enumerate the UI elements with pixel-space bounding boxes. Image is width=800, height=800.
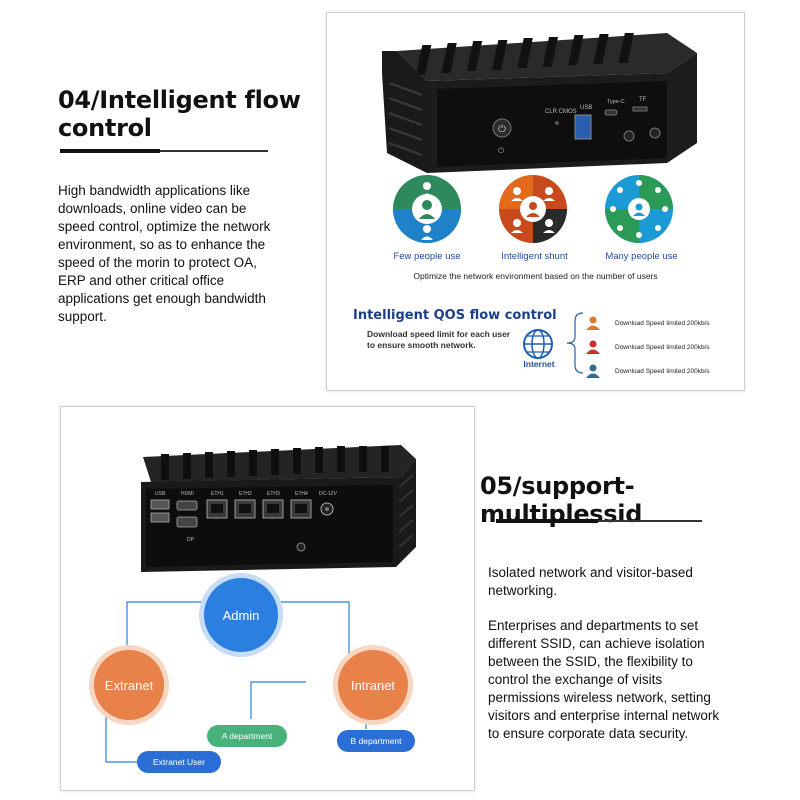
qos-subtitle: Download speed limit for each user to en… (367, 329, 510, 351)
user-icon (586, 364, 600, 378)
b-department-pill: B department (337, 730, 415, 752)
mini-pc-front-image: ⏻ ⏻ CLR CMOS USB Type-C TF (382, 33, 697, 173)
tf-label: TF (639, 97, 647, 103)
user-icon (586, 316, 600, 330)
port-hdmi-label: HDMI (181, 491, 194, 497)
section5-divider (496, 519, 702, 523)
admin-node: Admin (204, 578, 278, 652)
a-department-pill: A department (207, 725, 287, 747)
extranet-node: Extranet (94, 650, 164, 720)
section5-panel: USB HDMI ETH1 ETH2 ETH3 ETH4 DC-12V DP (60, 406, 475, 791)
few-people-use-diagram (393, 175, 461, 243)
speed-list: Download Speed limited 200kb/s Download … (585, 311, 735, 383)
section4-body: High bandwidth applications like downloa… (58, 183, 271, 324)
port-eth2-label: ETH2 (239, 491, 252, 497)
internet-label: Internet (523, 359, 555, 369)
section4-panel: ⏻ ⏻ CLR CMOS USB Type-C TF (326, 12, 745, 391)
section4-divider (60, 149, 268, 153)
extranet-user-pill: Extranet User (137, 751, 221, 773)
port-dp-label: DP (187, 537, 195, 543)
brace-connector (566, 312, 584, 374)
speed-row-text: Download Speed limited 200kb/s (615, 343, 710, 351)
user-icon (586, 340, 600, 354)
internet-globe-icon (523, 329, 553, 359)
mini-pc-rear-image: USB HDMI ETH1 ETH2 ETH3 ETH4 DC-12V DP (141, 445, 416, 572)
many-people-use-label: Many people use (605, 251, 678, 262)
intranet-node: Intranet (338, 650, 408, 720)
qos-subtitle-line2: to ensure smooth network. (367, 340, 476, 350)
section4-title-line2: control (58, 114, 152, 142)
clr-cmos-label: CLR CMOS (545, 109, 577, 115)
few-people-use-label: Few people use (393, 251, 461, 262)
port-eth4-label: ETH4 (295, 491, 308, 497)
section5-para1: Isolated network and visitor-based netwo… (488, 565, 693, 598)
speed-row-text: Download Speed limited 200kb/s (615, 367, 710, 375)
type-c-label: Type-C (607, 99, 625, 105)
section4-title: 04/Intelligent flow control (58, 86, 301, 142)
qos-title: Intelligent QOS flow control (353, 308, 557, 323)
port-eth3-label: ETH3 (267, 491, 280, 497)
intelligent-shunt-label: Intelligent shunt (501, 251, 568, 262)
svg-text:⏻: ⏻ (498, 124, 506, 135)
intelligent-shunt-diagram (499, 175, 567, 243)
qos-subtitle-line1: Download speed limit for each user (367, 329, 511, 339)
svg-text:⏻: ⏻ (498, 146, 505, 155)
section4-title-line1: 04/Intelligent flow (58, 86, 301, 114)
port-dc-label: DC-12V (319, 491, 337, 497)
speed-row: Download Speed limited 200kb/s (585, 335, 735, 359)
optimize-caption: Optimize the network environment based o… (413, 271, 658, 281)
port-usb-label: USB (155, 491, 166, 497)
port-eth1-label: ETH1 (211, 491, 224, 497)
many-people-use-diagram (605, 175, 673, 243)
speed-row: Download Speed limited 200kb/s (585, 311, 735, 335)
section5-para2: Enterprises and departments to set diffe… (488, 618, 720, 741)
speed-row-text: Download Speed limited 200kb/s (615, 319, 710, 327)
section5-title: 05/support- multiplessid (480, 472, 643, 528)
usb-label: USB (580, 105, 592, 111)
speed-row: Download Speed limited 200kb/s (585, 359, 735, 383)
